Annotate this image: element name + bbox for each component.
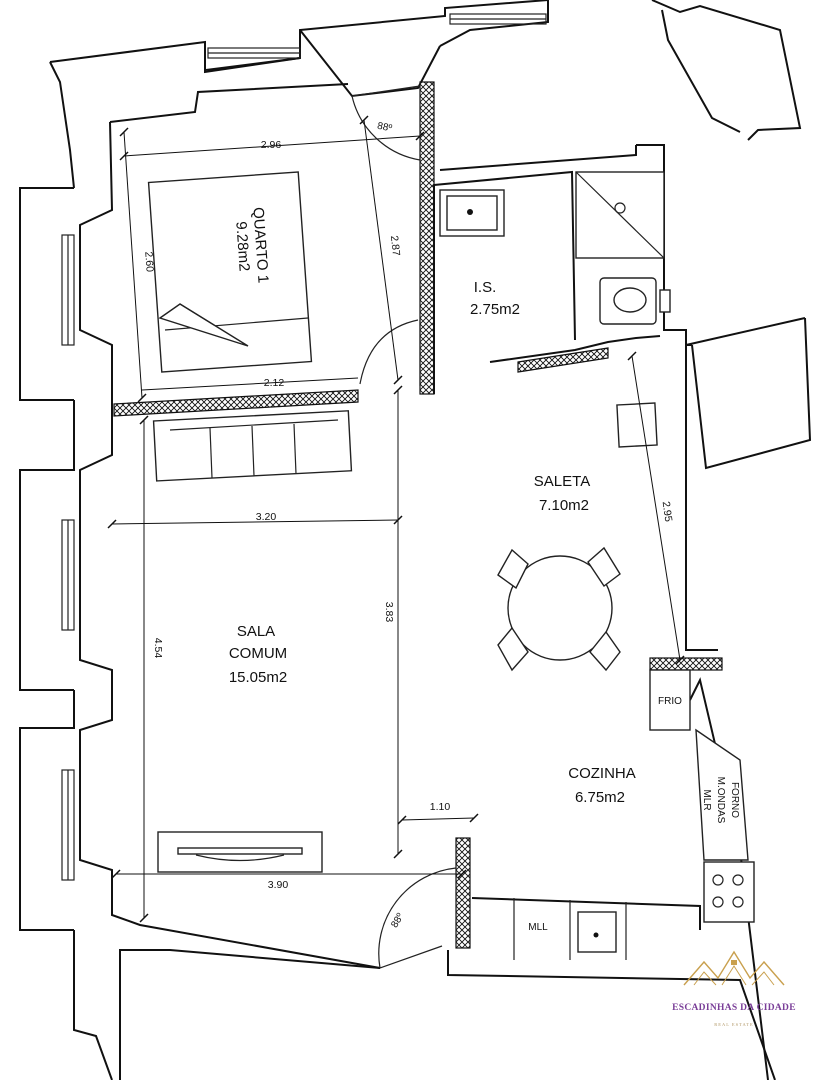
quarto-name: QUARTO 1: [249, 207, 271, 284]
chair-se: [589, 630, 621, 672]
bed: [147, 171, 313, 373]
dim-260: 2.60: [142, 251, 155, 272]
side-cabinet: [616, 402, 658, 448]
dim-320: 3.20: [256, 511, 277, 523]
brand-logo: ESCADINHAS DA CIDADE REAL ESTATE: [672, 950, 796, 1027]
dim-454: 4.54: [152, 638, 164, 659]
exterior-walls: [19, 0, 812, 1080]
saleta-area: 7.10m2: [539, 497, 589, 514]
brand-tagline: REAL ESTATE: [714, 1022, 754, 1027]
frio-label: FRIO: [658, 696, 682, 707]
sala-line2: COMUM: [229, 645, 287, 662]
dim-212: 2.12: [264, 377, 285, 389]
dining-table: [497, 546, 621, 672]
inner-wall-lines: [79, 83, 806, 969]
cozinha-name: COZINHA: [568, 765, 636, 782]
sofa: [152, 410, 353, 482]
partition-walls: [113, 81, 723, 949]
dimension-lines: [107, 115, 685, 923]
dim-295: 2.95: [660, 501, 675, 523]
saleta-name: SALETA: [534, 473, 590, 490]
dim-287: 2.87: [388, 235, 402, 257]
dim-383: 3.83: [383, 602, 395, 623]
door-angle-top: 88º: [376, 121, 393, 135]
is-walls: [433, 170, 661, 394]
bathroom-fixtures: [439, 171, 671, 325]
dim-110: 1.10: [430, 801, 451, 813]
mll-label: MLL: [528, 922, 548, 933]
brand-name: ESCADINHAS DA CIDADE: [672, 1003, 796, 1013]
mlr-label: MLR: [701, 789, 712, 810]
quarto-area: 9.28m2: [232, 221, 252, 272]
chair-nw: [497, 548, 529, 590]
doors: [351, 85, 457, 969]
room-label-quarto: QUARTO 1 9.28m2: [232, 207, 271, 284]
is-area: 2.75m2: [470, 301, 520, 318]
dim-296: 2.96: [261, 139, 282, 151]
forno-label: FORNO: [729, 782, 740, 818]
chair-ne: [587, 546, 621, 588]
chair-sw: [497, 626, 529, 672]
door-angle-bottom: 88º: [389, 911, 406, 930]
sala-area: 15.05m2: [229, 669, 287, 686]
dim-390: 3.90: [268, 879, 289, 891]
m-ondas-label: M.ONDAS: [715, 777, 726, 824]
windows: [61, 13, 547, 881]
kitchen-fixtures: [471, 669, 755, 960]
cozinha-area: 6.75m2: [575, 789, 625, 806]
tv-unit: [157, 831, 323, 873]
sala-line1: SALA: [237, 623, 275, 640]
is-name: I.S.: [474, 279, 497, 296]
